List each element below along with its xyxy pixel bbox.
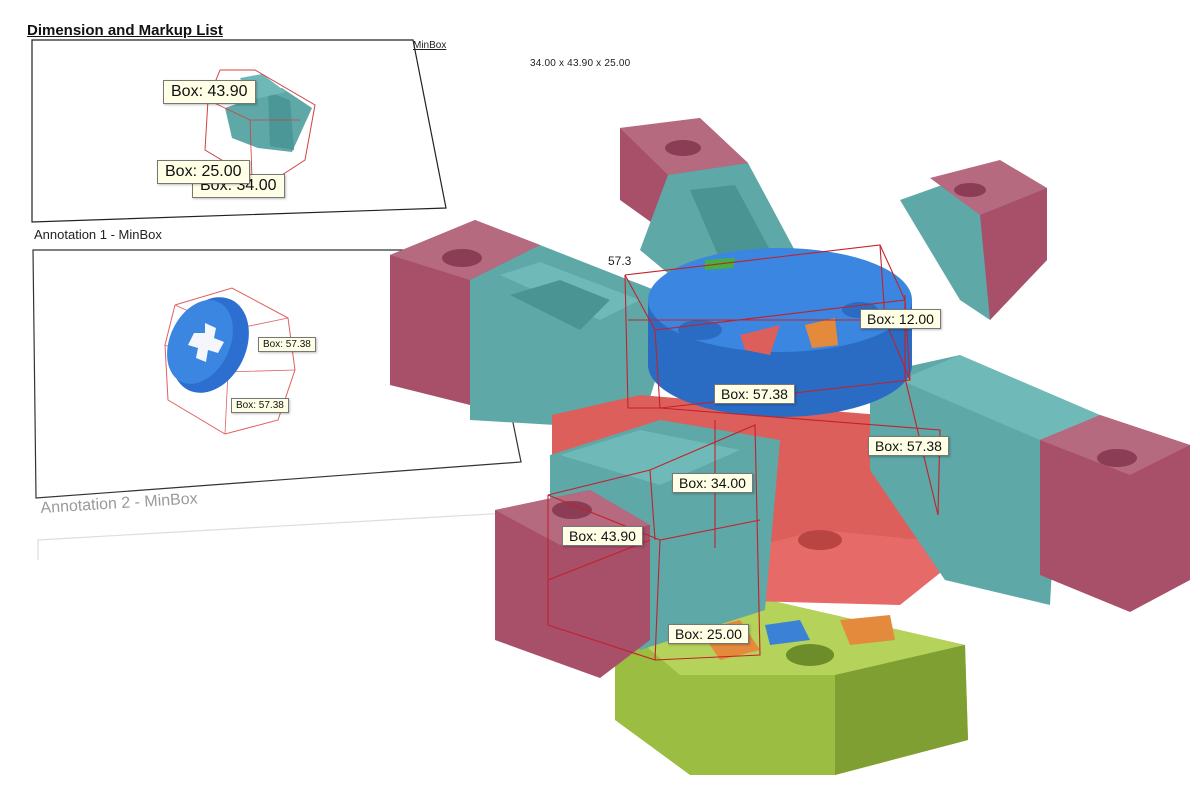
annotation2-thumbnail-panel[interactable]	[37, 509, 561, 560]
box-57-right-label: Box: 57.38	[868, 436, 949, 456]
partial-dimension-text: 57.3	[608, 254, 632, 268]
dimension-summary-text: 34.00 x 43.90 x 25.00	[530, 58, 631, 69]
minbox-thumbnail-model	[204, 69, 316, 187]
annotation1-thumbnail-model	[164, 287, 296, 435]
minbox-link[interactable]: MinBox	[413, 40, 447, 51]
box-34-label: Box: 34.00	[672, 473, 753, 493]
thumb1-box-25-label: Box: 25.00	[157, 160, 250, 184]
dimension-markup-list-title: Dimension and Markup List	[27, 22, 223, 39]
box-43-label: Box: 43.90	[562, 526, 643, 546]
box-25-label: Box: 25.00	[668, 624, 749, 644]
box-12-label: Box: 12.00	[860, 309, 941, 329]
thumb2-box-57-label-b: Box: 57.38	[231, 398, 289, 413]
annotation1-label[interactable]: Annotation 1 - MinBox	[34, 227, 162, 242]
box-57-top-label: Box: 57.38	[714, 384, 795, 404]
thumb2-box-57-label-a: Box: 57.38	[258, 337, 316, 352]
thumb1-box-43-label: Box: 43.90	[163, 80, 256, 104]
